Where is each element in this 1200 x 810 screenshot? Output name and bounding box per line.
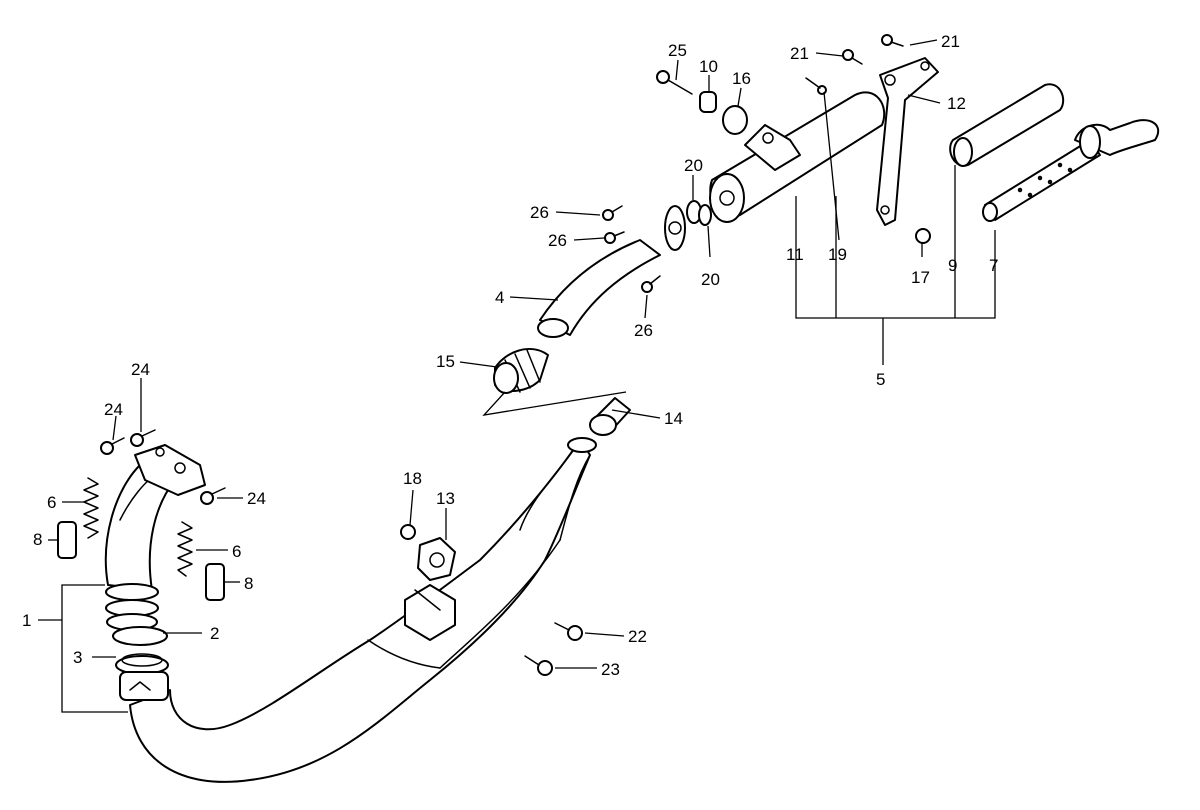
callout-22: 22 (628, 627, 647, 646)
mount-bracket (876, 57, 939, 226)
callout-26-c: 26 (634, 321, 653, 340)
callout-14: 14 (664, 409, 683, 428)
callout-labels: 1 2 3 4 5 6 6 7 8 8 9 10 11 12 13 14 15 … (22, 32, 998, 679)
callout-8-right: 8 (244, 574, 253, 593)
callout-16: 16 (732, 69, 751, 88)
callout-17: 17 (911, 268, 930, 287)
callout-13: 13 (436, 489, 455, 508)
callout-20-bottom: 20 (701, 270, 720, 289)
callout-6-left: 6 (47, 493, 56, 512)
expansion-chamber (104, 437, 597, 783)
callout-1: 1 (22, 611, 31, 630)
callout-26-b: 26 (548, 231, 567, 250)
rubber-coupling (493, 348, 549, 394)
callout-18: 18 (403, 469, 422, 488)
leader-lines (38, 39, 996, 713)
callout-6-right: 6 (232, 542, 241, 561)
callout-7: 7 (989, 256, 998, 275)
callout-12: 12 (947, 94, 966, 113)
callout-19: 19 (828, 245, 847, 264)
callout-8-left: 8 (33, 530, 42, 549)
outlet-sleeve (589, 397, 631, 436)
connecting-pipe (537, 205, 686, 338)
callout-20-top: 20 (684, 156, 703, 175)
callout-25: 25 (668, 41, 687, 60)
silencer (709, 91, 886, 223)
callout-3: 3 (73, 648, 82, 667)
bolts (100, 34, 931, 676)
callout-2: 2 (210, 624, 219, 643)
callout-21-right: 21 (941, 32, 960, 51)
callout-23: 23 (601, 660, 620, 679)
callout-9: 9 (948, 256, 957, 275)
callout-15: 15 (436, 352, 455, 371)
callout-11: 11 (786, 245, 804, 264)
springs (83, 477, 193, 577)
callout-4: 4 (495, 288, 504, 307)
spacers (57, 521, 225, 601)
callout-5: 5 (876, 370, 885, 389)
callout-24-b: 24 (131, 360, 150, 379)
callout-21-left: 21 (790, 44, 809, 63)
callout-10: 10 (699, 57, 718, 76)
callout-26-a: 26 (530, 203, 549, 222)
callout-24-c: 24 (247, 489, 266, 508)
callout-24-a: 24 (104, 400, 123, 419)
silencer-internals (949, 83, 1160, 222)
